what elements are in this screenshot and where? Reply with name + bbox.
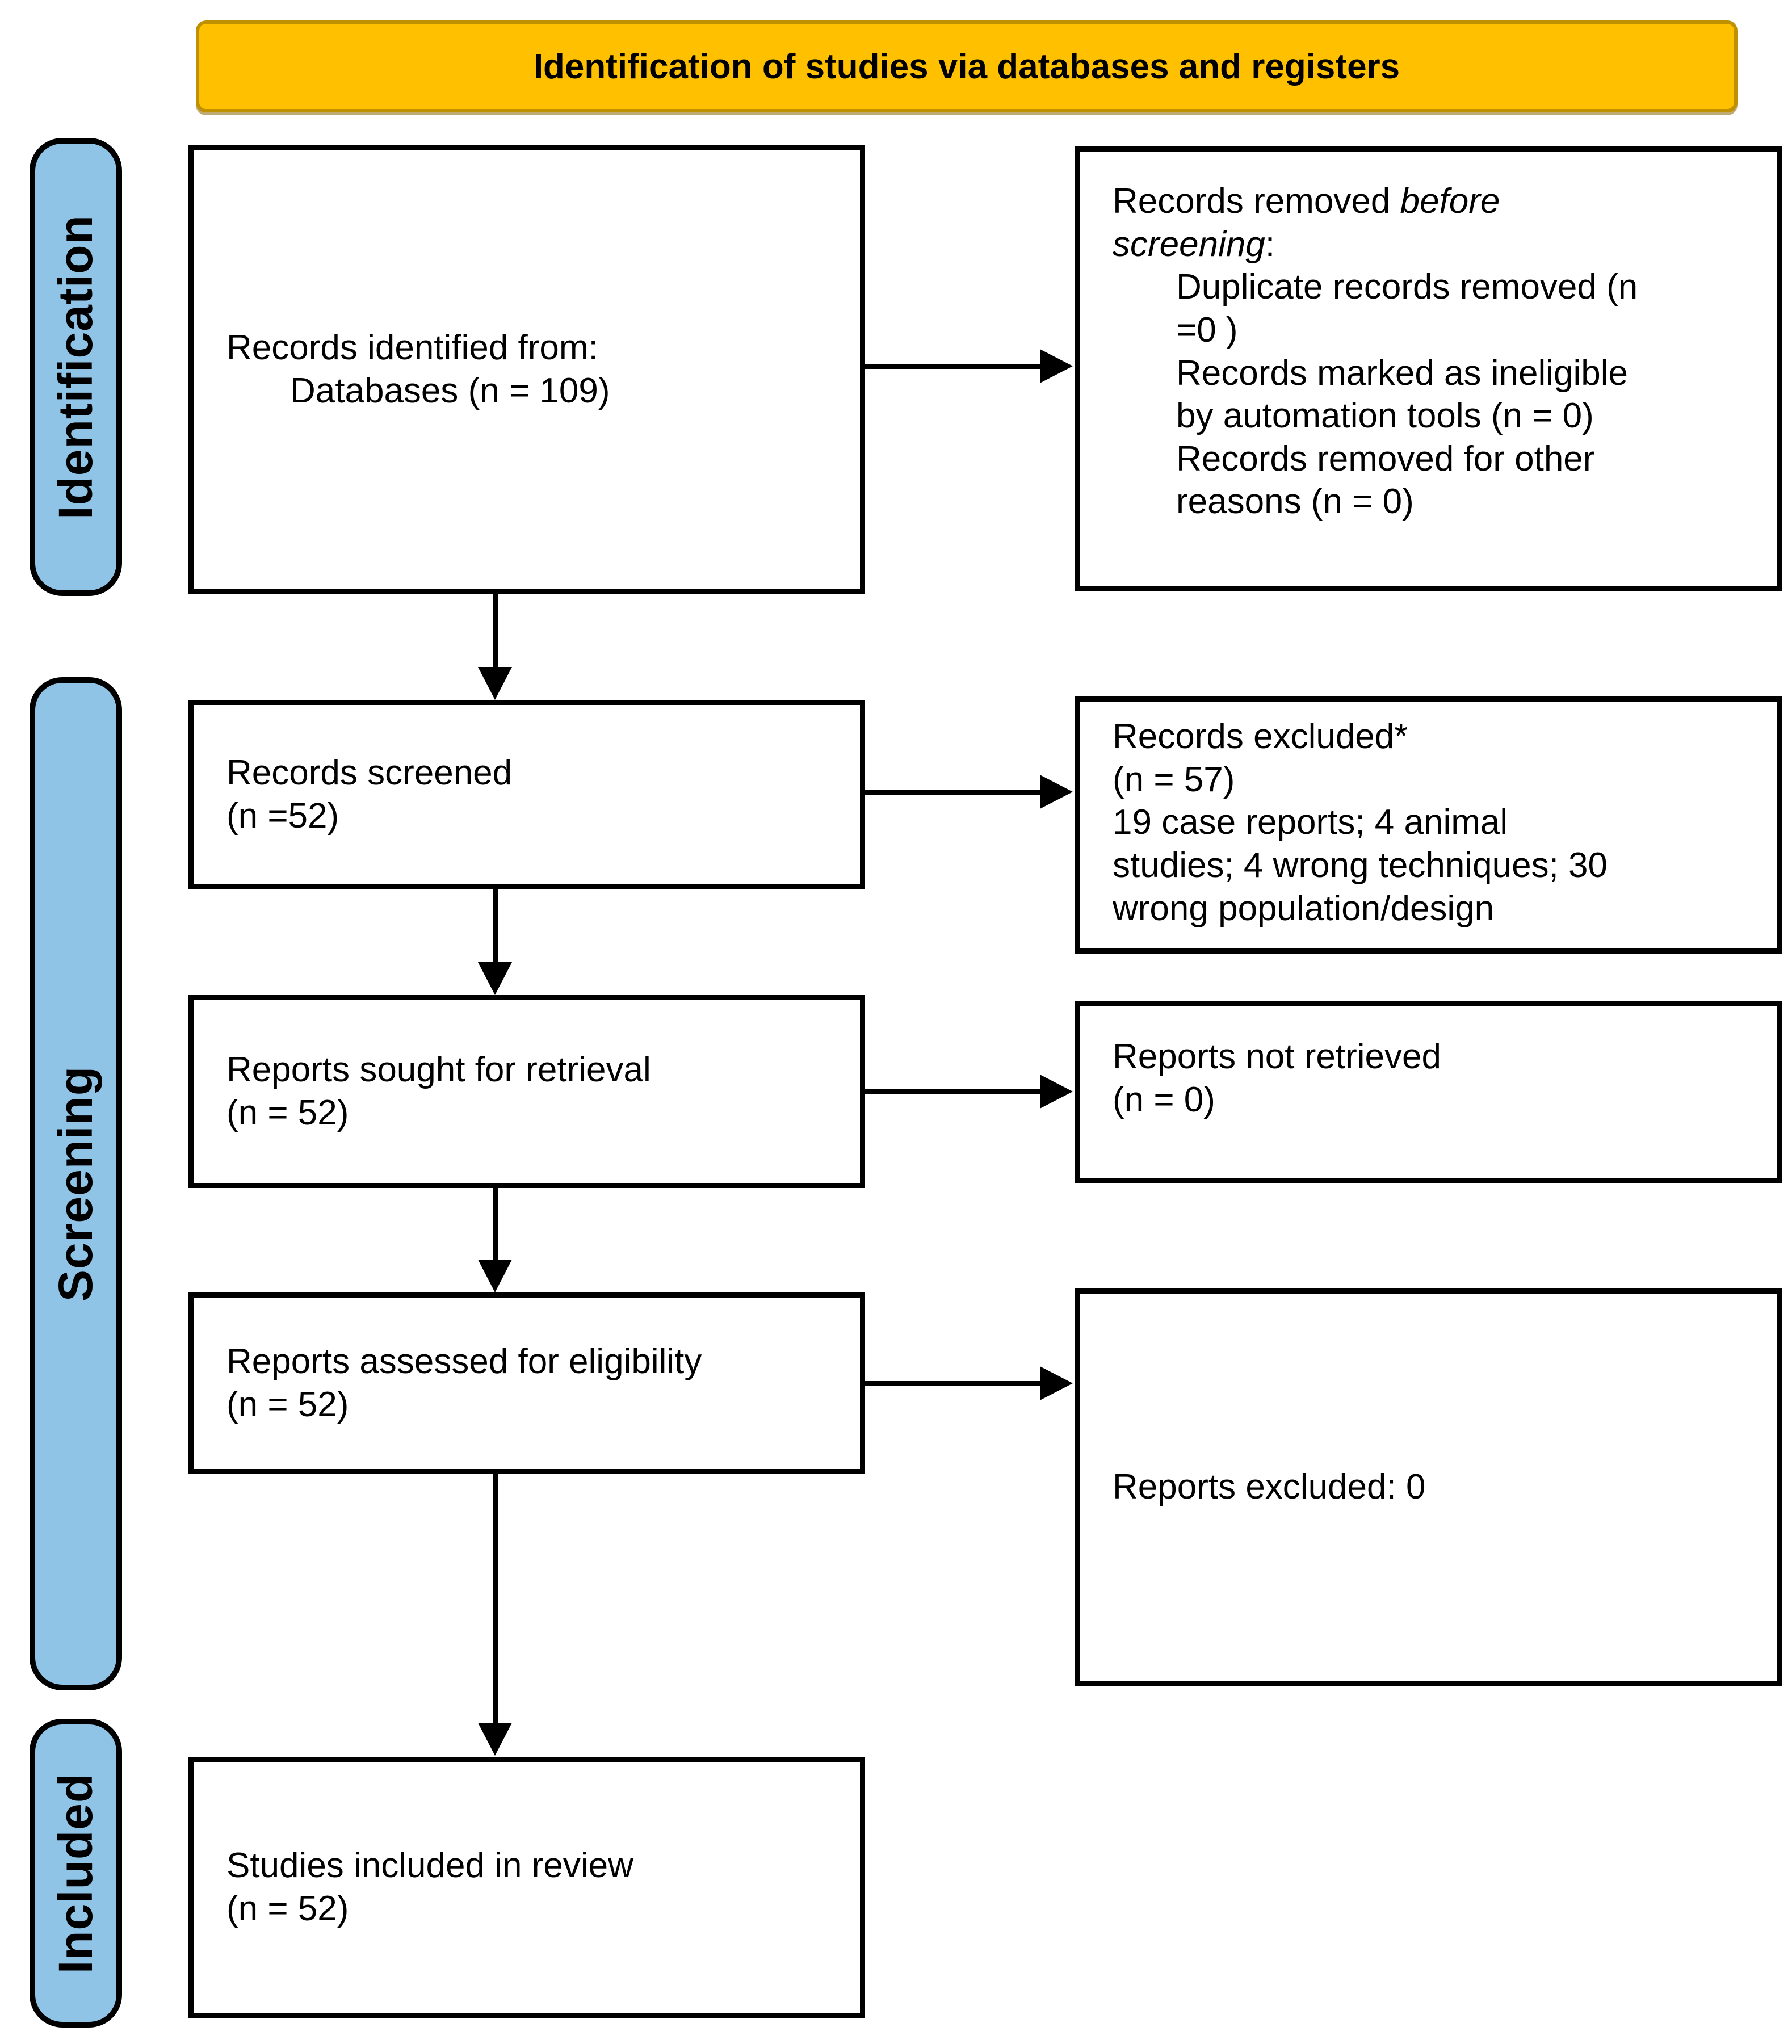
arrow-line bbox=[493, 594, 498, 670]
arrow-head bbox=[1040, 775, 1073, 809]
text-line: (n = 52) bbox=[226, 1385, 349, 1424]
text-line: (n = 0) bbox=[1113, 1080, 1215, 1119]
text-line: (n = 57) bbox=[1113, 759, 1235, 799]
arrow-line bbox=[865, 364, 1042, 369]
text-line: (n =52) bbox=[226, 796, 339, 836]
text-line: Records excluded* bbox=[1113, 717, 1408, 756]
text-line: Databases (n = 109) bbox=[290, 371, 610, 410]
box-reports-excluded: Reports excluded: 0 bbox=[1075, 1288, 1782, 1686]
text-line: Reports assessed for eligibility bbox=[226, 1342, 702, 1382]
text-line: Records screened bbox=[226, 753, 513, 793]
box-reports-assessed: Reports assessed for eligibility(n = 52) bbox=[188, 1292, 865, 1474]
box-reports-not-retrieved: Reports not retrieved (n = 0) bbox=[1075, 1001, 1782, 1183]
arrow-line bbox=[493, 889, 498, 964]
arrow-line bbox=[865, 1089, 1042, 1094]
text-line: screening: bbox=[1113, 224, 1275, 264]
stage-included: Included bbox=[30, 1719, 122, 2028]
box-studies-included: Studies included in review(n = 52) bbox=[188, 1757, 865, 2018]
text-line: Records identified from: bbox=[226, 328, 598, 368]
stage-included-label: Included bbox=[49, 1773, 103, 1974]
text-line: =0 ) bbox=[1176, 310, 1238, 350]
text-line: Records removed for other bbox=[1176, 439, 1595, 479]
arrow-head bbox=[1040, 1366, 1073, 1400]
text-line: wrong population/design bbox=[1113, 888, 1495, 928]
arrow-head bbox=[1040, 1075, 1073, 1109]
text-line: by automation tools (n = 0) bbox=[1176, 396, 1594, 436]
stage-screening: Screening bbox=[30, 677, 122, 1690]
arrow-head bbox=[478, 962, 512, 995]
banner: Identification of studies via databases … bbox=[196, 20, 1738, 112]
text-line: Records marked as ineligible bbox=[1176, 353, 1629, 393]
arrow-head bbox=[1040, 349, 1073, 383]
arrow-head bbox=[478, 1723, 512, 1756]
arrow-line bbox=[865, 790, 1042, 795]
text-line: reasons (n = 0) bbox=[1176, 482, 1414, 522]
text-line: Studies included in review bbox=[226, 1846, 633, 1886]
box-reports-sought: Reports sought for retrieval(n = 52) bbox=[188, 995, 865, 1188]
box-records-screened: Records screened(n =52) bbox=[188, 700, 865, 889]
text-line: Records removed before bbox=[1113, 182, 1500, 221]
arrow-line bbox=[493, 1188, 498, 1262]
arrow-head bbox=[478, 1260, 512, 1292]
text-line: Duplicate records removed (n bbox=[1176, 267, 1638, 307]
stage-screening-label: Screening bbox=[49, 1065, 103, 1302]
text-line: studies; 4 wrong techniques; 30 bbox=[1113, 845, 1608, 885]
text-line: 19 case reports; 4 animal bbox=[1113, 803, 1508, 842]
text-line: (n = 52) bbox=[226, 1093, 349, 1132]
text-line: (n = 52) bbox=[226, 1889, 349, 1928]
arrow-head bbox=[478, 667, 512, 700]
text-line: Reports excluded: 0 bbox=[1113, 1467, 1426, 1507]
stage-identification: Identification bbox=[30, 138, 122, 596]
text-line: Reports not retrieved bbox=[1113, 1037, 1441, 1076]
banner-title: Identification of studies via databases … bbox=[533, 47, 1400, 86]
arrow-line bbox=[865, 1381, 1042, 1386]
box-records-excluded: Records excluded*(n = 57) 19 case reports… bbox=[1075, 696, 1782, 954]
box-records-identified: Records identified from:Databases (n = 1… bbox=[188, 145, 865, 594]
arrow-line bbox=[493, 1474, 498, 1725]
stage-identification-label: Identification bbox=[49, 215, 103, 519]
text-line: Reports sought for retrieval bbox=[226, 1050, 651, 1090]
